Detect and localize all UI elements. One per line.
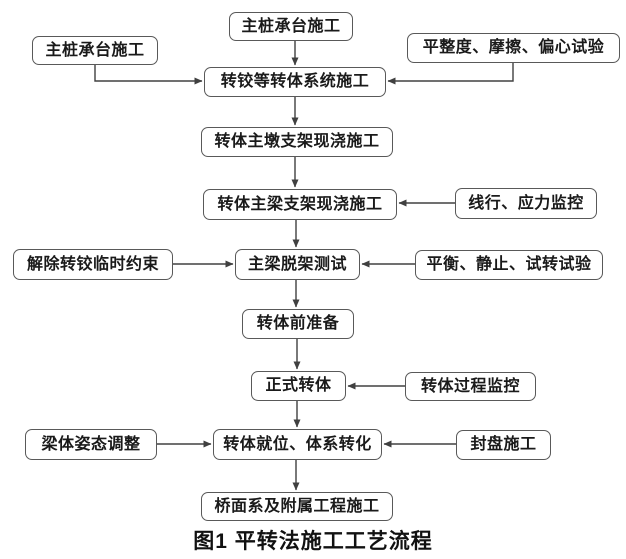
- node-rotation-hinge-system-construction: 转铰等转体系统施工: [204, 67, 386, 97]
- arrow-r1-c2: [387, 63, 514, 85]
- arrow-l1-c2: [94, 65, 203, 85]
- node-girder-falsework-cast-in-place: 转体主梁支架现浇施工: [203, 189, 397, 220]
- node-girder-posture-adjustment: 梁体姿态调整: [25, 429, 157, 460]
- node-alignment-stress-monitoring: 线行、应力监控: [455, 188, 597, 219]
- node-official-rotation: 正式转体: [251, 371, 346, 401]
- node-rotation-positioning-system-conversion: 转体就位、体系转化: [213, 429, 382, 460]
- node-deck-and-ancillary-works: 桥面系及附属工程施工: [201, 492, 393, 521]
- node-balance-static-trial-rotation-test: 平衡、静止、试转试验: [415, 250, 603, 280]
- figure-caption: 图1 平转法施工工艺流程: [193, 530, 433, 553]
- node-flatness-friction-eccentricity-test: 平整度、摩擦、偏心试验: [407, 33, 620, 63]
- node-release-temporary-hinge-restraint: 解除转铰临时约束: [13, 249, 173, 280]
- node-girder-detach-test: 主梁脱架测试: [235, 249, 360, 280]
- node-main-pile-cap-construction-top: 主桩承台施工: [229, 12, 353, 41]
- node-pier-falsework-cast-in-place: 转体主墩支架现浇施工: [201, 127, 393, 157]
- node-rotation-process-monitoring: 转体过程监控: [405, 372, 536, 401]
- node-main-pile-cap-construction-left: 主桩承台施工: [32, 36, 158, 65]
- node-pre-rotation-preparation: 转体前准备: [242, 309, 354, 339]
- node-sealing-construction: 封盘施工: [456, 430, 551, 460]
